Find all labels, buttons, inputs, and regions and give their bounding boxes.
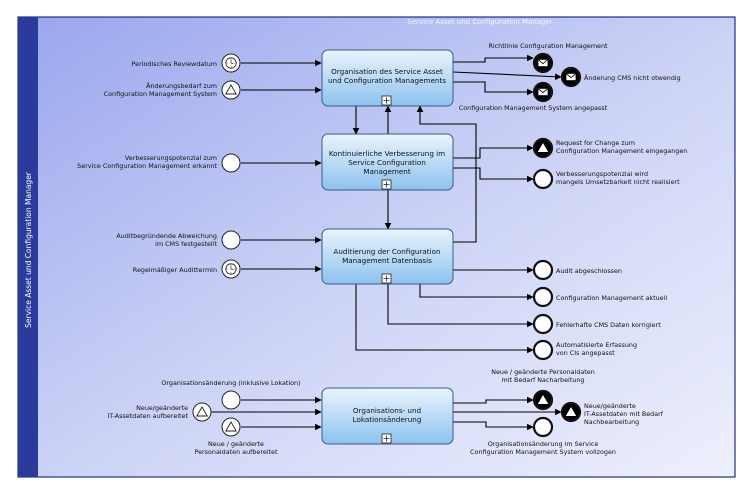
end-event-cm-aktuell[interactable]: Configuration Management aktuell	[532, 286, 667, 308]
lane-label: Service Asset und Configuration Manager	[24, 171, 33, 328]
task-organisation-label-2: und Configuration Managements	[328, 76, 446, 85]
start-event-review-label: Periodisches Reviewdatum	[132, 60, 217, 68]
end-event-asset-nachbearbeitung-label-2: IT-Assetdaten mit Bedarf	[584, 410, 664, 418]
end-event-organisation-vollzogen[interactable]: Organisationsänderung im Service Configu…	[470, 416, 616, 456]
end-event-nicht-realisiert-label-1: Verbesserungspotenzial wird	[556, 170, 648, 178]
clock-icon	[225, 263, 237, 275]
end-event-richtlinie-label: Richtlinie Configuration Management	[488, 42, 608, 50]
task-auditierung-label-1: Auditierung der Configuration	[333, 247, 440, 256]
task-verbesserung-label-3: Management	[363, 167, 411, 176]
start-event-auditabweichung-label-1: Auditbegründende Abweichung	[116, 232, 217, 240]
start-event-aenderungsbedarf-label-2: Configuration Management System	[104, 90, 217, 98]
end-event-rfc[interactable]: Request for Change zum Configuration Man…	[532, 137, 687, 159]
start-event-assetdaten[interactable]: Neue/geänderte IT-Assetdaten aufbereitet	[107, 402, 212, 422]
end-event-personal-nacharbeitung-label-2: mit Bedarf Nacharbeitung	[502, 376, 585, 384]
task-aenderung-label-1: Organisations- und	[353, 406, 421, 415]
end-event-asset-nachbearbeitung-label-1: Neue/geänderte	[584, 402, 636, 410]
end-event-organisation-vollzogen-label-1: Organisationsänderung im Service	[488, 440, 599, 448]
start-event-assetdaten-label-2: IT-Assetdaten aufbereitet	[107, 412, 188, 420]
end-event-cms-nicht-notwendig-label: Änderung CMS nicht otwendig	[584, 73, 681, 82]
start-event-organisationsaenderung[interactable]: Organisationsänderung (inklusive Lokatio…	[161, 379, 301, 410]
end-event-automatisierte-erfassung-label-1: Automatisierte Erfassung	[556, 341, 637, 349]
end-event-audit-abgeschlossen-label: Audit abgeschlossen	[556, 267, 622, 275]
start-event-auditabweichung[interactable]: Auditbegründende Abweichung im CMS festg…	[116, 230, 241, 250]
plus-box-icon	[381, 433, 392, 444]
start-event-personaldaten-label-2: Personaldaten aufbereitet	[195, 448, 278, 456]
envelope-icon	[538, 59, 548, 67]
end-event-asset-nachbearbeitung[interactable]: Neue/geänderte IT-Assetdaten mit Bedarf …	[560, 401, 664, 426]
end-event-cm-aktuell-label: Configuration Management aktuell	[556, 294, 667, 302]
sequence-flows	[211, 54, 562, 431]
end-event-rfc-label-2: Configuration Management eingegangen	[556, 147, 687, 155]
end-event-cms-angepasst[interactable]: Configuration Management System angepass…	[459, 81, 608, 112]
start-event-verbesserungspotenzial-label-2: Service Configuration Management erkannt	[77, 162, 217, 170]
end-event-cms-nicht-notwendig[interactable]: Änderung CMS nicht otwendig	[560, 66, 681, 88]
task-verbesserung-label-2: Service Configuration	[348, 158, 426, 167]
task-verbesserung[interactable]: Kontinuierliche Verbesserung im Service …	[321, 133, 454, 191]
envelope-icon	[538, 88, 548, 96]
task-auditierung-label-2: Management Datenbasis	[342, 256, 432, 265]
envelope-icon	[566, 73, 576, 81]
task-auditierung[interactable]: Auditierung der Configuration Management…	[321, 228, 454, 285]
end-event-automatisierte-erfassung[interactable]: Automatisierte Erfassung von CIs angepas…	[532, 339, 637, 361]
end-event-organisation-vollzogen-label-2: Configuration Management System vollzoge…	[470, 448, 616, 456]
task-aenderung[interactable]: Organisations- und Lokationsänderung	[321, 387, 454, 445]
end-event-audit-abgeschlossen[interactable]: Audit abgeschlossen	[532, 259, 622, 281]
end-event-richtlinie[interactable]: Richtlinie Configuration Management	[488, 42, 608, 74]
end-event-fehlerhafte-daten-label: Fehlerhafte CMS Daten korrigiert	[556, 321, 661, 329]
end-event-fehlerhafte-daten[interactable]: Fehlerhafte CMS Daten korrigiert	[532, 313, 661, 335]
end-event-nicht-realisiert[interactable]: Verbesserungspotenzial wird mangels Umse…	[532, 168, 680, 190]
start-event-verbesserungspotenzial-label-1: Verbesserungspotenzial zum	[125, 154, 217, 162]
start-event-audittermin[interactable]: Regelmäßiger Audittermin	[133, 259, 241, 279]
end-event-personal-nacharbeitung[interactable]: Neue / geänderte Personaldaten mit Bedar…	[491, 368, 595, 411]
task-organisation-label-1: Organisation des Service Asset	[331, 67, 443, 76]
start-event-auditabweichung-label-2: im CMS festgestellt	[155, 240, 217, 248]
pool-header-label: Service Asset und Configuration Manager	[407, 18, 552, 26]
end-event-nicht-realisiert-label-2: mangels Umsetzbarkeit nicht realisiert	[556, 178, 680, 186]
start-event-assetdaten-label-1: Neue/geänderte	[136, 404, 188, 412]
start-event-organisationsaenderung-label: Organisationsänderung (inklusive Lokatio…	[161, 379, 300, 387]
lane-header	[18, 17, 38, 477]
start-event-personaldaten-label-1: Neue / geänderte	[208, 440, 264, 448]
end-event-personal-nacharbeitung-label-1: Neue / geänderte Personaldaten	[491, 368, 595, 376]
start-event-aenderungsbedarf-label-1: Änderungsbedarf zum	[146, 81, 217, 90]
plus-box-icon	[381, 179, 392, 190]
task-verbesserung-label-1: Kontinuierliche Verbesserung im	[329, 149, 445, 158]
start-event-audittermin-label: Regelmäßiger Audittermin	[133, 266, 217, 274]
start-event-verbesserungspotenzial[interactable]: Verbesserungspotenzial zum Service Confi…	[77, 153, 241, 173]
start-event-review[interactable]: Periodisches Reviewdatum	[132, 53, 241, 73]
plus-box-icon	[381, 95, 392, 106]
end-event-automatisierte-erfassung-label-2: von CIs angepasst	[556, 349, 615, 357]
task-organisation[interactable]: Organisation des Service Asset und Confi…	[321, 49, 454, 107]
end-event-rfc-label-1: Request for Change zum	[556, 139, 635, 147]
plus-box-icon	[381, 273, 392, 284]
start-event-aenderungsbedarf[interactable]: Änderungsbedarf zum Configuration Manage…	[104, 80, 241, 100]
clock-icon	[225, 57, 237, 69]
start-event-personaldaten[interactable]: Neue / geänderte Personaldaten aufbereit…	[195, 417, 278, 456]
task-aenderung-label-2: Lokationsänderung	[353, 415, 422, 424]
end-event-cms-angepasst-label: Configuration Management System angepass…	[459, 104, 608, 112]
end-event-asset-nachbearbeitung-label-3: Nachbearbeitung	[584, 418, 639, 426]
